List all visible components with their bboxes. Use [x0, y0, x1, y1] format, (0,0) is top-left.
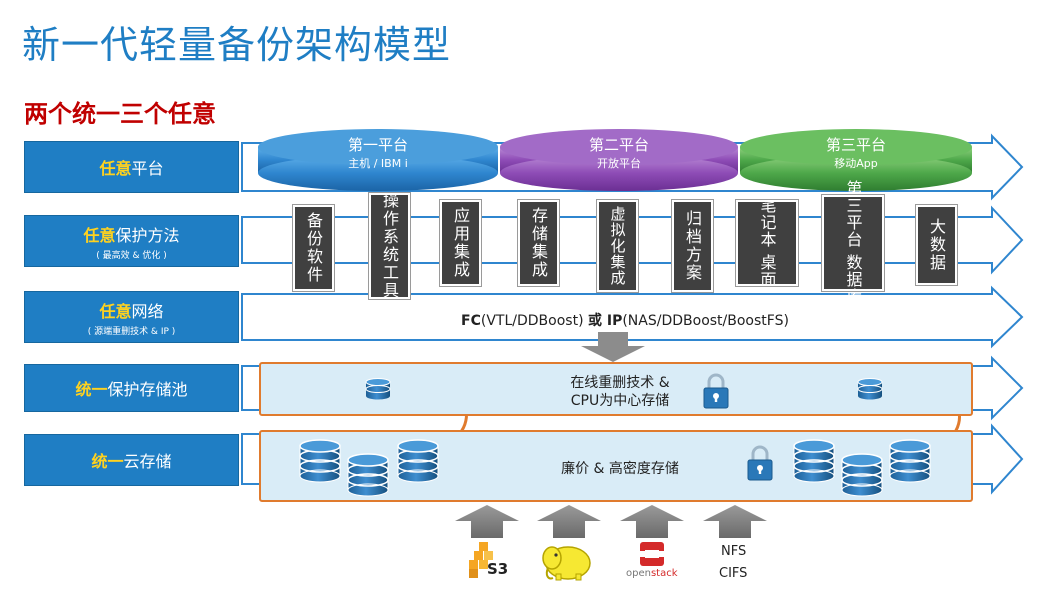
pool-line-2: CPU为中心存储 — [570, 393, 670, 409]
method-label: 备份软件 — [304, 212, 323, 284]
openstack-label-a: open — [626, 568, 651, 579]
method-box: 存储集成 — [517, 199, 560, 287]
row-label-method: 任意保护方法 ( 最高效 & 优化 ) — [24, 215, 239, 267]
page-title: 新一代轻量备份架构模型 — [22, 23, 452, 67]
network-fc: FC — [461, 313, 481, 329]
platform-3: 第三平台 移动App — [766, 134, 946, 171]
platform-sub: 主机 / IBM i — [348, 157, 408, 170]
row-label-text: 网络 — [131, 301, 164, 321]
row-note: ( 源端重删技术 & IP ) — [87, 326, 176, 337]
pool-line-1: 在线重删技术 & — [570, 375, 670, 391]
nfs-label: NFS — [721, 544, 747, 559]
network-text: FC(VTL/DDBoost) 或 IP(NAS/DDBoost/BoostFS… — [440, 310, 810, 330]
platform-1: 第一平台 主机 / IBM i — [288, 134, 468, 171]
platform-name: 第二平台 — [588, 136, 649, 154]
pool-text: 在线重删技术 & CPU为中心存储 — [540, 374, 700, 410]
up-arrow-4 — [703, 505, 767, 538]
platform-name: 第一平台 — [347, 136, 408, 154]
row-label-text: 保护方法 — [115, 225, 180, 245]
method-box: 归档方案 — [671, 199, 714, 293]
arrow-network — [241, 285, 1024, 349]
platform-ellipse-2 — [500, 129, 738, 191]
platform-2: 第二平台 开放平台 — [529, 134, 709, 171]
row-label-cloud: 统一云存储 — [24, 434, 239, 486]
method-box: 备份软件 — [292, 204, 335, 292]
up-arrow-3 — [620, 505, 684, 538]
method-label: 存储集成 — [529, 207, 548, 279]
page-subtitle: 两个统一三个任意 — [24, 100, 216, 128]
platform-ellipse-1 — [258, 129, 498, 191]
method-label: 虚拟化集成 — [608, 206, 627, 286]
openstack-label-b: stack — [650, 568, 678, 579]
platform-sub: 开放平台 — [597, 157, 641, 170]
row-label-network: 任意网络 ( 源端重删技术 & IP ) — [24, 291, 239, 343]
up-arrow-2 — [537, 505, 601, 538]
protection-storage-pool — [259, 362, 973, 416]
method-label: 操作系统工具 — [380, 192, 399, 300]
method-label: 第三平台 数据库 — [843, 180, 863, 306]
row-highlight: 统一 — [75, 380, 108, 399]
network-or: 或 — [588, 313, 602, 329]
method-box: 第三平台 数据库 — [821, 180, 885, 306]
platform-ellipse-3 — [740, 129, 972, 191]
network-ip: IP — [602, 313, 623, 329]
row-label-text: 保护存储池 — [107, 380, 188, 399]
method-label: 大数据 — [927, 218, 946, 272]
network-ip-detail: (NAS/DDBoost/BoostFS) — [622, 313, 789, 329]
method-box: 操作系统工具 — [368, 192, 411, 300]
row-highlight: 统一 — [91, 452, 124, 471]
row-note: ( 最高效 & 优化 ) — [96, 250, 167, 261]
row-label-text: 平台 — [131, 159, 164, 178]
row-label-platform: 任意平台 — [24, 141, 239, 193]
down-arrow-icon — [581, 332, 645, 362]
platform-sub: 移动App — [834, 157, 878, 170]
up-arrow-1 — [455, 505, 519, 538]
method-box: 大数据 — [915, 204, 958, 286]
network-fc-detail: (VTL/DDBoost) — [480, 313, 588, 329]
method-box: 虚拟化集成 — [596, 199, 639, 293]
method-label: 笔记本 桌面 — [757, 197, 777, 289]
row-label-pool: 统一保护存储池 — [24, 364, 239, 412]
cifs-label: CIFS — [719, 566, 748, 581]
s3-label: S3 — [487, 560, 509, 578]
platform-name: 第三平台 — [825, 136, 886, 154]
row-highlight: 任意 — [99, 159, 132, 178]
method-box: 应用集成 — [439, 199, 482, 287]
row-highlight: 任意 — [99, 301, 132, 321]
row-label-text: 云存储 — [123, 452, 172, 471]
cloud-text: 廉价 & 高密度存储 — [561, 461, 679, 477]
openstack-label: openstack — [626, 568, 678, 579]
row-highlight: 任意 — [83, 225, 116, 245]
method-box: 笔记本 桌面 — [735, 197, 799, 289]
method-label: 应用集成 — [451, 207, 470, 279]
method-label: 归档方案 — [683, 210, 702, 282]
